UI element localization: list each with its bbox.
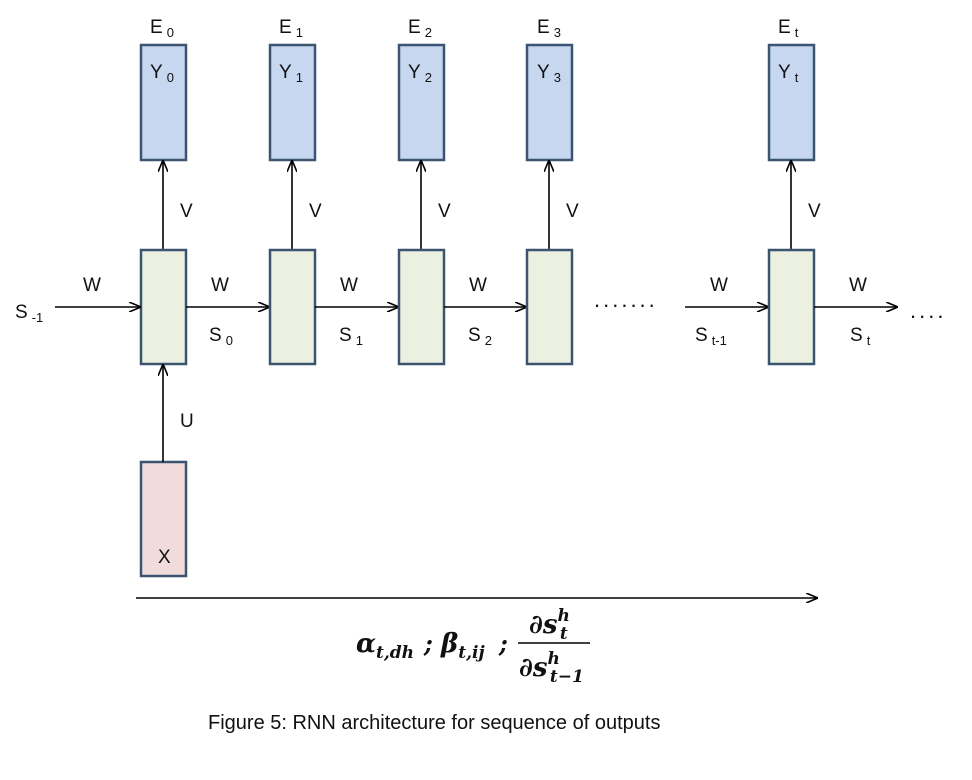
w-label-initial: W	[83, 275, 101, 296]
input-box	[139, 460, 188, 578]
input-label: X	[158, 547, 171, 568]
u-label: U	[180, 411, 194, 432]
w-label-2: W	[469, 275, 487, 296]
v-label-3: V	[566, 201, 579, 222]
output-box-1	[268, 43, 317, 162]
w-label-1: W	[340, 275, 358, 296]
figure-caption: Figure 5: RNN architecture for sequence …	[208, 712, 660, 734]
v-label-1: V	[309, 201, 322, 222]
hidden-state-box-0	[139, 248, 188, 366]
ellipsis-end: ....	[910, 298, 946, 323]
separator-2: ;	[498, 629, 508, 658]
v-label-2: V	[438, 201, 451, 222]
w-label-0: W	[211, 275, 229, 296]
output-box-2	[397, 43, 446, 162]
hidden-state-box-1	[268, 248, 317, 366]
alpha-term: αt,dh	[356, 629, 414, 663]
ellipsis-middle: .......	[594, 287, 658, 312]
input: X U	[139, 365, 194, 578]
beta-term: βt,ij	[440, 629, 485, 663]
hidden-state-box-2	[397, 248, 446, 366]
output-box-t	[767, 43, 816, 162]
w-label-t: W	[849, 275, 867, 296]
w-label-prev: W	[710, 275, 728, 296]
hidden-state-box-3	[525, 248, 574, 366]
initial-state: W S-1	[15, 275, 140, 325]
v-label-0: V	[180, 201, 193, 222]
state-label-initial: S-1	[15, 302, 43, 325]
output-box-3	[525, 43, 574, 162]
v-label-t: V	[808, 201, 821, 222]
output-box-0	[139, 43, 188, 162]
separator-1: ;	[423, 629, 433, 658]
hidden-state-box-t	[767, 248, 816, 366]
